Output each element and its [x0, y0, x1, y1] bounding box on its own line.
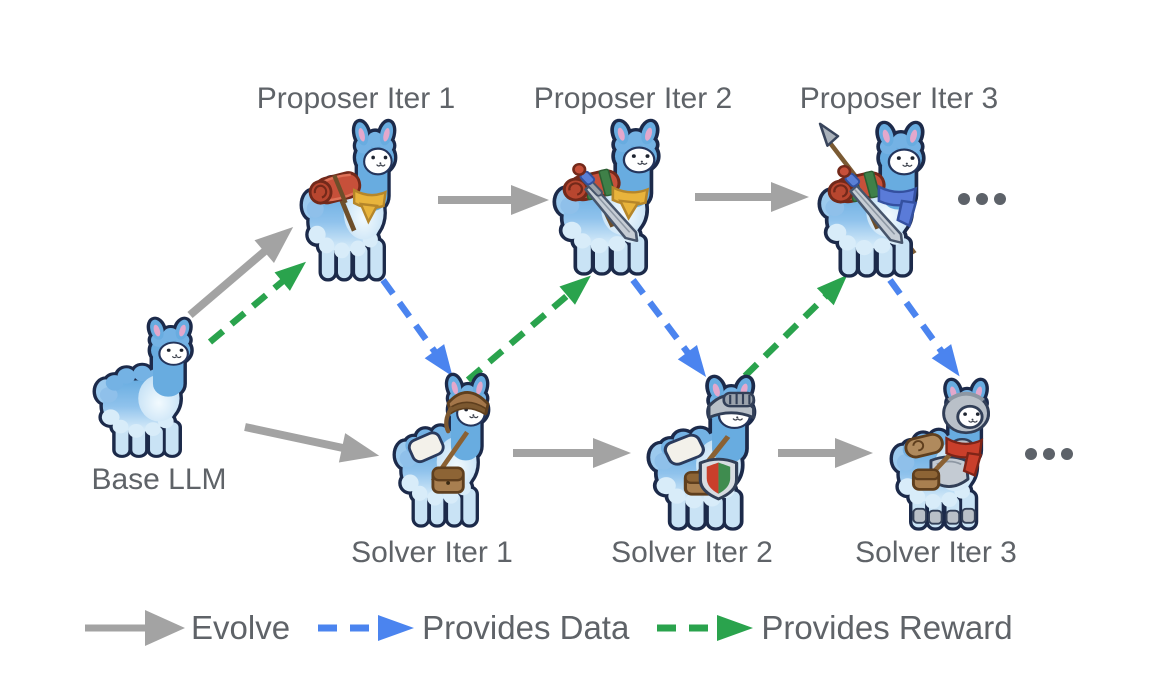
evolve-arrow-icon	[85, 610, 185, 646]
legend-item-provides-reward: Provides Reward	[655, 608, 1013, 648]
edge-proposer2-to-solver2-data	[630, 278, 707, 377]
edge-solver1-to-proposer2-reward	[465, 275, 591, 383]
scarf-icon	[945, 436, 984, 478]
label-base-llm: Base LLM	[91, 463, 227, 496]
aviator-cap-icon	[444, 391, 490, 434]
ellipsis-bottom-icon	[1025, 448, 1073, 460]
llama-proposer-iter-1	[300, 118, 414, 284]
legend-label-provides-data: Provides Data	[422, 609, 630, 646]
legend-item-provides-data: Provides Data	[316, 608, 629, 648]
label-proposer-iter-3: Proposer Iter 3	[799, 82, 999, 115]
satchel-icon	[430, 430, 470, 494]
llama-solver-iter-1	[393, 372, 507, 530]
satchel-icon	[911, 444, 961, 491]
provides-data-arrow-icon	[318, 615, 415, 641]
llama-solver-iter-2	[647, 374, 775, 533]
bandana-icon	[611, 185, 650, 221]
edge-proposer1-to-solver1-data	[380, 278, 453, 377]
label-proposer-iter-2: Proposer Iter 2	[533, 82, 733, 115]
sword-icon	[837, 165, 904, 245]
provides-reward-arrow-icon	[657, 615, 754, 641]
ellipsis-top-icon	[958, 193, 1006, 205]
greave-icon	[912, 507, 928, 524]
bandana-icon	[352, 188, 387, 225]
edge-base-to-proposer1-reward	[207, 261, 307, 345]
knight-helmet-icon	[707, 391, 756, 419]
llama-proposer-iter-2	[553, 118, 679, 278]
label-proposer-iter-1: Proposer Iter 1	[256, 82, 456, 115]
legend-label-provides-reward: Provides Reward	[761, 609, 1013, 646]
white-pack-icon	[663, 433, 705, 466]
label-solver-iter-1: Solver Iter 1	[351, 536, 513, 569]
scarf-icon	[877, 184, 918, 228]
label-solver-iter-2: Solver Iter 2	[611, 536, 773, 569]
edge-base-to-solver1-evolve	[244, 423, 380, 463]
greave-icon	[945, 509, 961, 525]
edge-proposer3-to-solver3-data	[887, 278, 960, 377]
legend-item-evolve: Evolve	[85, 608, 290, 648]
llama-base-llm	[93, 316, 211, 460]
greave-icon	[928, 509, 943, 525]
edge-base-to-proposer1-evolve	[187, 226, 294, 319]
white-pack-icon	[407, 431, 445, 464]
llama-solver-iter-3	[890, 377, 1007, 533]
edge-solver2-to-proposer3-reward	[742, 274, 848, 379]
armor-helmet-icon	[942, 391, 990, 435]
label-solver-iter-3: Solver Iter 3	[855, 536, 1017, 569]
shield-icon	[698, 457, 739, 501]
legend: Evolve Provides Data Provides Reward	[85, 608, 1013, 648]
sword-icon	[572, 163, 639, 243]
llama-proposer-iter-3	[818, 120, 944, 280]
greave-icon	[961, 507, 976, 524]
legend-label-evolve: Evolve	[191, 609, 291, 646]
